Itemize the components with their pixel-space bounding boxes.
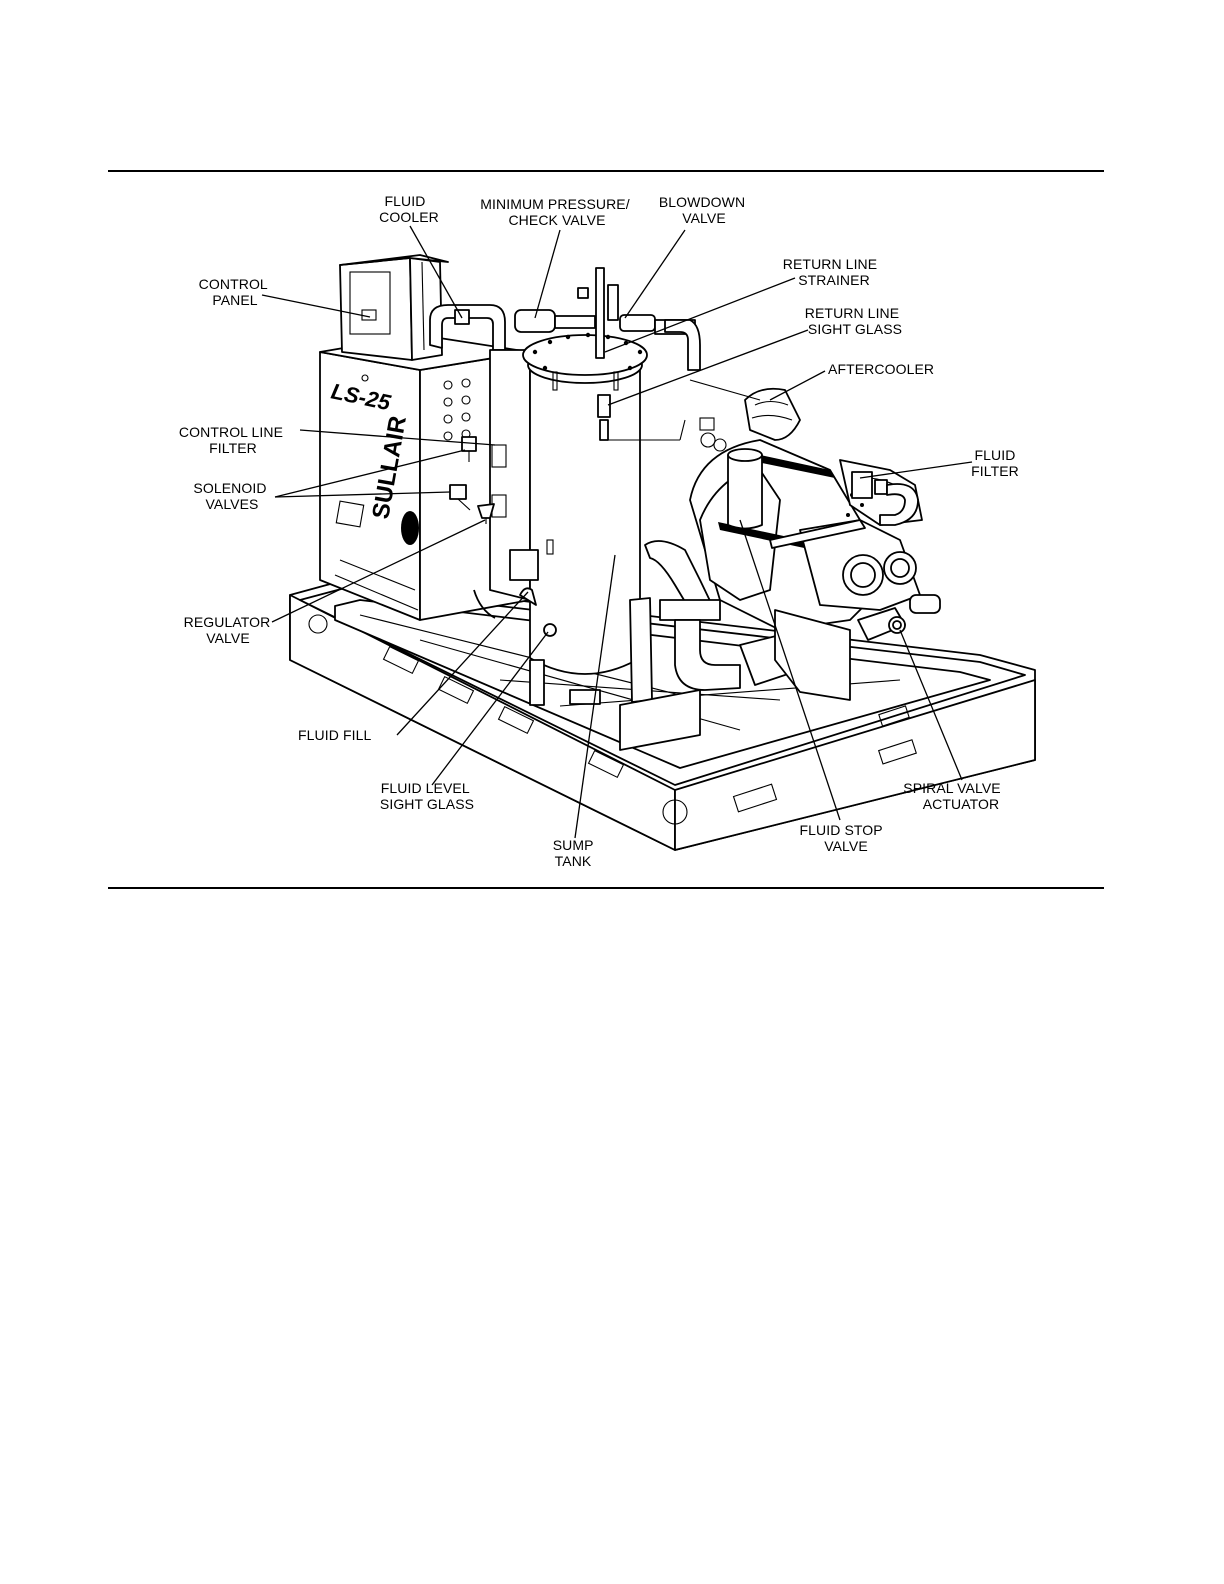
label-spiral-valve-actuator: SPIRAL VALVE ACTUATOR [903, 780, 1004, 812]
label-fluid-fill: FLUID FILL [298, 727, 371, 743]
label-solenoid-valves: SOLENOID VALVES [193, 480, 270, 512]
leader-aftercooler [770, 371, 825, 400]
label-min-pressure-check-valve: MINIMUM PRESSURE/ CHECK VALVE [480, 196, 634, 228]
label-regulator-valve: REGULATOR VALVE [184, 614, 275, 646]
label-fluid-cooler: FLUID COOLER [379, 193, 439, 225]
label-blowdown-valve: BLOWDOWN VALVE [659, 194, 749, 226]
leader-min-pressure-valve [535, 230, 560, 318]
label-fluid-filter: FLUID FILTER [971, 447, 1019, 479]
sump-tank [510, 333, 647, 705]
label-sump-tank: SUMP TANK [553, 837, 598, 869]
label-aftercooler: AFTERCOOLER [828, 361, 934, 377]
aftercooler [690, 380, 800, 440]
brand-logo-icon [401, 511, 419, 545]
label-control-line-filter: CONTROL LINE FILTER [179, 424, 287, 456]
leader-blowdown-valve [625, 230, 685, 318]
label-fluid-stop-valve: FLUID STOP VALVE [800, 822, 887, 854]
label-fluid-level-sight-glass: FLUID LEVEL SIGHT GLASS [380, 780, 474, 812]
label-return-line-sight-glass: RETURN LINE SIGHT GLASS [805, 305, 903, 337]
label-control-panel: CONTROL PANEL [199, 276, 272, 308]
label-return-line-strainer: RETURN LINE STRAINER [783, 256, 881, 288]
